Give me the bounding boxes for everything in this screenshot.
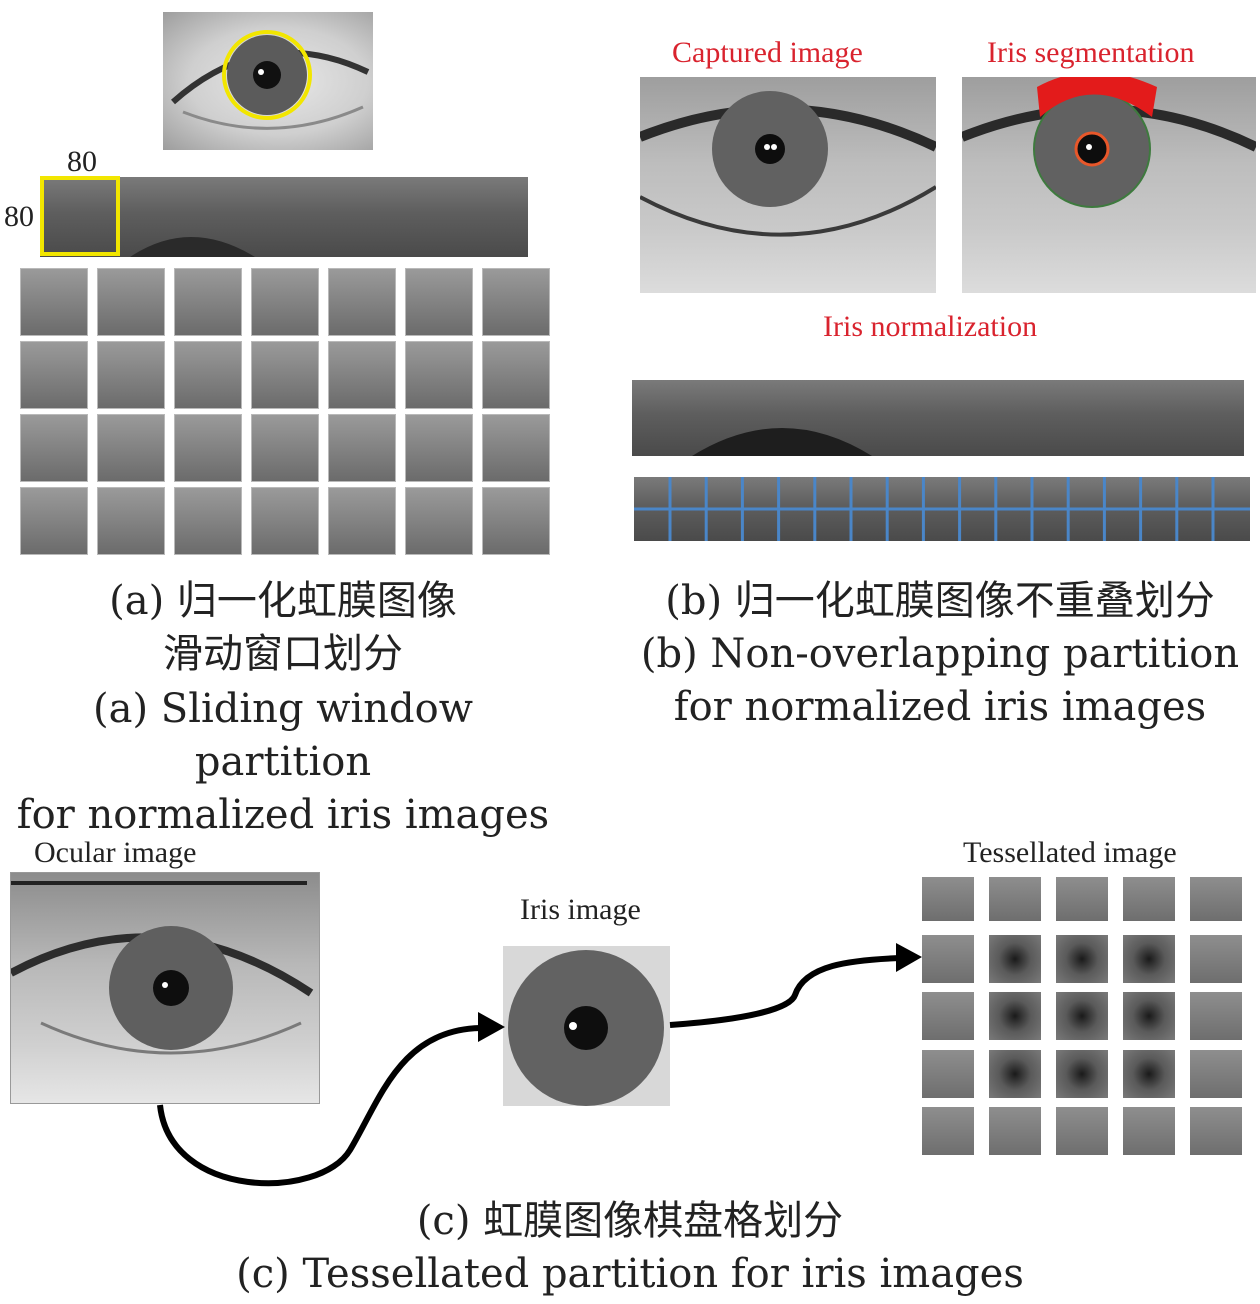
caption-a-en-line1: (a) Sliding window partition	[93, 686, 473, 785]
sliding-window-tile	[328, 414, 396, 482]
arrow-head-2	[896, 943, 922, 972]
tessellated-tile	[1123, 992, 1175, 1040]
iris-circle-highlight	[222, 30, 312, 120]
sliding-window-tile	[251, 341, 319, 409]
caption-a-en-line2: for normalized iris images	[16, 792, 550, 838]
sliding-window-tile	[405, 341, 473, 409]
sliding-window-tile	[482, 268, 550, 336]
tessellated-tile	[989, 1049, 1041, 1098]
label-iris-segmentation: Iris segmentation	[987, 36, 1195, 69]
label-tessellated-image: Tessellated image	[963, 836, 1177, 869]
tessellated-tile	[1123, 877, 1175, 921]
label-iris-normalization: Iris normalization	[823, 310, 1038, 343]
tessellated-tile	[1123, 934, 1175, 983]
caption-a-cn-line2: 滑动窗口划分	[163, 631, 403, 677]
caption-a-en: (a) Sliding window partition for normali…	[0, 683, 566, 842]
sliding-window-box	[40, 176, 120, 256]
normalization-strip	[632, 380, 1244, 456]
sliding-window-tile	[482, 487, 550, 555]
tessellated-tile	[922, 992, 974, 1040]
label-captured-image: Captured image	[672, 36, 863, 69]
sliding-window-tile	[20, 341, 88, 409]
window-size-label-left: 80	[4, 200, 34, 233]
partitioned-strip	[634, 477, 1250, 541]
tessellated-tile	[922, 934, 974, 983]
window-size-label-top: 80	[67, 145, 97, 178]
sliding-window-tile	[174, 268, 242, 336]
eye-photo-a	[163, 12, 373, 150]
caption-c-en: (c) Tessellated partition for iris image…	[236, 1251, 1024, 1297]
sliding-window-tile	[251, 268, 319, 336]
normalized-strip-a	[40, 177, 528, 257]
tessellated-tile	[989, 934, 1041, 983]
tessellated-tile	[1123, 1107, 1175, 1155]
label-ocular-image: Ocular image	[34, 836, 197, 869]
tessellated-tile	[922, 877, 974, 921]
iris-image	[503, 946, 670, 1106]
sliding-window-tile	[328, 341, 396, 409]
segmentation-image	[962, 77, 1256, 293]
tessellated-tile	[1056, 877, 1108, 921]
tessellated-tile	[1056, 992, 1108, 1040]
tessellated-tile	[1190, 1107, 1242, 1155]
tessellated-tile	[1056, 934, 1108, 983]
eye-drawing-a	[171, 30, 370, 130]
label-iris-image: Iris image	[520, 893, 641, 926]
caption-b-cn: (b) 归一化虹膜图像不重叠划分	[665, 578, 1215, 624]
sliding-window-tile	[97, 268, 165, 336]
caption-b-en-line1: (b) Non-overlapping partition	[640, 631, 1240, 677]
sliding-window-tile	[97, 414, 165, 482]
arrow-iris-to-tessellated	[669, 955, 901, 1028]
sliding-window-tile	[174, 341, 242, 409]
ocular-image	[10, 872, 320, 1104]
tessellated-tile	[1190, 934, 1242, 983]
caption-b: (b) 归一化虹膜图像不重叠划分 (b) Non-overlapping par…	[600, 575, 1260, 734]
sliding-window-tile	[482, 414, 550, 482]
sliding-window-tile	[482, 341, 550, 409]
sliding-window-tile	[328, 487, 396, 555]
sliding-window-tile	[174, 414, 242, 482]
tessellated-tile	[922, 1049, 974, 1098]
caption-a-cn: (a) 归一化虹膜图像 滑动窗口划分	[0, 575, 566, 681]
sliding-window-tile	[20, 414, 88, 482]
caption-c-cn: (c) 虹膜图像棋盘格划分	[416, 1198, 844, 1244]
tessellated-tile	[989, 992, 1041, 1040]
sliding-window-tile	[20, 268, 88, 336]
tessellated-tile	[1056, 1049, 1108, 1098]
caption-b-en-line2: for normalized iris images	[673, 684, 1207, 730]
sliding-window-tile	[251, 414, 319, 482]
sliding-window-tile	[405, 487, 473, 555]
sliding-window-tile	[97, 487, 165, 555]
tessellated-tile	[989, 877, 1041, 921]
tessellated-tile	[922, 1107, 974, 1155]
tessellated-tile	[1056, 1107, 1108, 1155]
tessellated-tile	[1190, 877, 1242, 921]
sliding-window-tile	[251, 487, 319, 555]
caption-c: (c) 虹膜图像棋盘格划分 (c) Tessellated partition …	[200, 1195, 1060, 1301]
tessellated-tile	[1190, 1049, 1242, 1098]
tessellated-tile	[1190, 992, 1242, 1040]
tessellated-tile	[1123, 1049, 1175, 1098]
captured-image	[640, 77, 936, 293]
sliding-window-tile	[328, 268, 396, 336]
sliding-window-tile	[174, 487, 242, 555]
sliding-window-tile	[20, 487, 88, 555]
sliding-window-tile	[405, 268, 473, 336]
tessellated-tile	[989, 1107, 1041, 1155]
sliding-window-tile	[97, 341, 165, 409]
sliding-window-tile	[405, 414, 473, 482]
arrow-head-1	[478, 1012, 505, 1042]
caption-a-cn-line1: (a) 归一化虹膜图像	[109, 578, 457, 624]
